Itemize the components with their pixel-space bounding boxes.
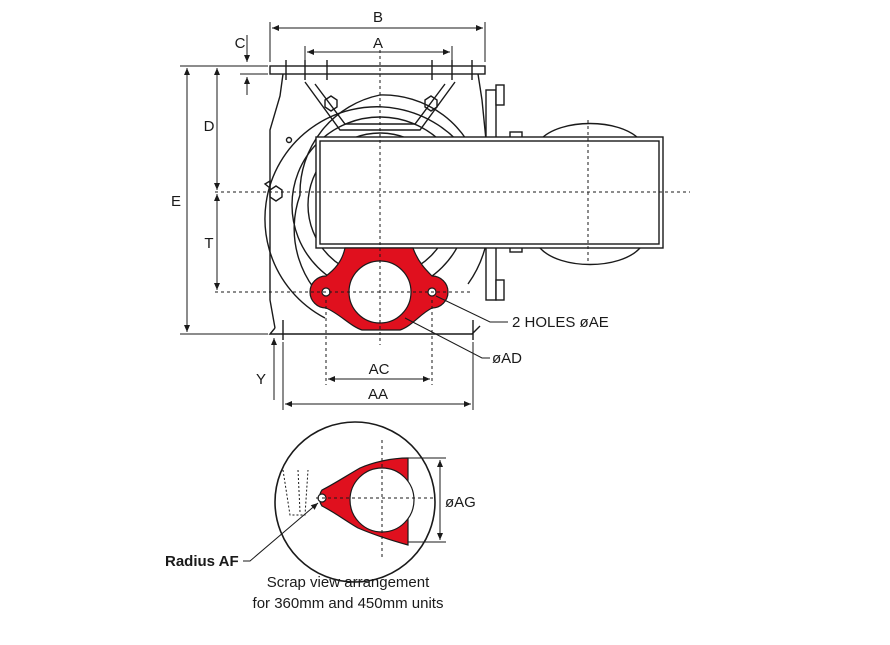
dim-t-label: T	[204, 235, 213, 252]
outlet-flange	[309, 247, 449, 331]
centre-lines	[215, 50, 690, 385]
dim-a-label: A	[373, 35, 383, 52]
scrap-caption-line1: Scrap view arrangement	[267, 574, 430, 591]
dim-ac-label: AC	[369, 361, 390, 378]
dim-c-label: C	[235, 35, 246, 52]
dim-y-label: Y	[256, 371, 266, 388]
dimension-lines	[180, 22, 508, 410]
dim-ag-label: øAG	[445, 494, 476, 511]
dim-e-label: E	[171, 193, 181, 210]
scrap-caption-line2: for 360mm and 450mm units	[253, 595, 444, 612]
dim-b-label: B	[373, 9, 383, 26]
bore-callout: øAD	[492, 350, 522, 367]
dim-aa-label: AA	[368, 386, 388, 403]
dim-d-label: D	[204, 118, 215, 135]
holes-callout: 2 HOLES øAE	[512, 314, 609, 331]
scrap-view	[243, 421, 446, 583]
radius-callout: Radius AF	[165, 553, 239, 570]
